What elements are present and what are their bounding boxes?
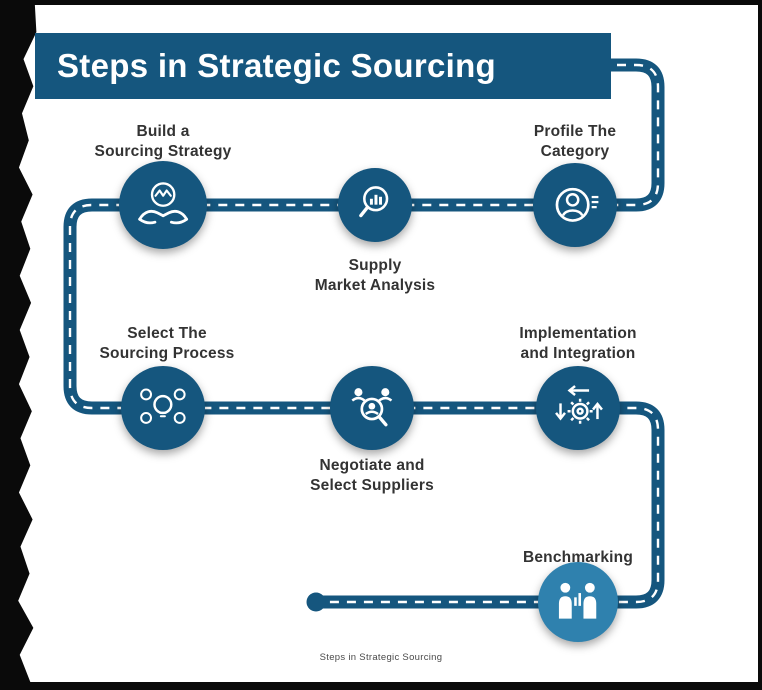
page-title: Steps in Strategic Sourcing	[57, 47, 497, 84]
magnifier-chart-icon	[359, 186, 389, 218]
step-node-supply-market-analysis	[338, 168, 412, 242]
hands-holding-bulb-icon	[138, 182, 188, 225]
footer-caption: Steps in Strategic Sourcing	[319, 652, 443, 663]
title-banner: Steps in Strategic Sourcing	[35, 33, 611, 99]
idea-process-icon	[140, 388, 186, 425]
people-search-icon	[351, 388, 393, 427]
gear-arrows-icon	[555, 385, 604, 424]
step-label-build-a-sourcing-strategy: Build a Sourcing Strategy	[94, 123, 232, 161]
profile-person-icon	[555, 187, 599, 223]
step-node-benchmarking	[538, 562, 618, 642]
step-label-supply-market-analysis: Supply Market Analysis	[314, 257, 436, 295]
step-label-select-the-sourcing-process: Select The Sourcing Process	[99, 325, 235, 363]
people-chart-icon	[559, 583, 597, 620]
step-label-profile-the-category: Profile The Category	[533, 123, 617, 161]
step-node-profile-the-category	[533, 163, 617, 247]
step-node-implementation-and-integration	[536, 366, 620, 450]
step-node-select-the-sourcing-process	[121, 366, 205, 450]
step-node-build-a-sourcing-strategy	[119, 161, 207, 249]
step-label-negotiate-and-select-suppliers: Negotiate and Select Suppliers	[310, 457, 434, 495]
step-label-implementation-and-integration: Implementation and Integration	[519, 325, 637, 363]
step-node-negotiate-and-select-suppliers	[330, 366, 414, 450]
